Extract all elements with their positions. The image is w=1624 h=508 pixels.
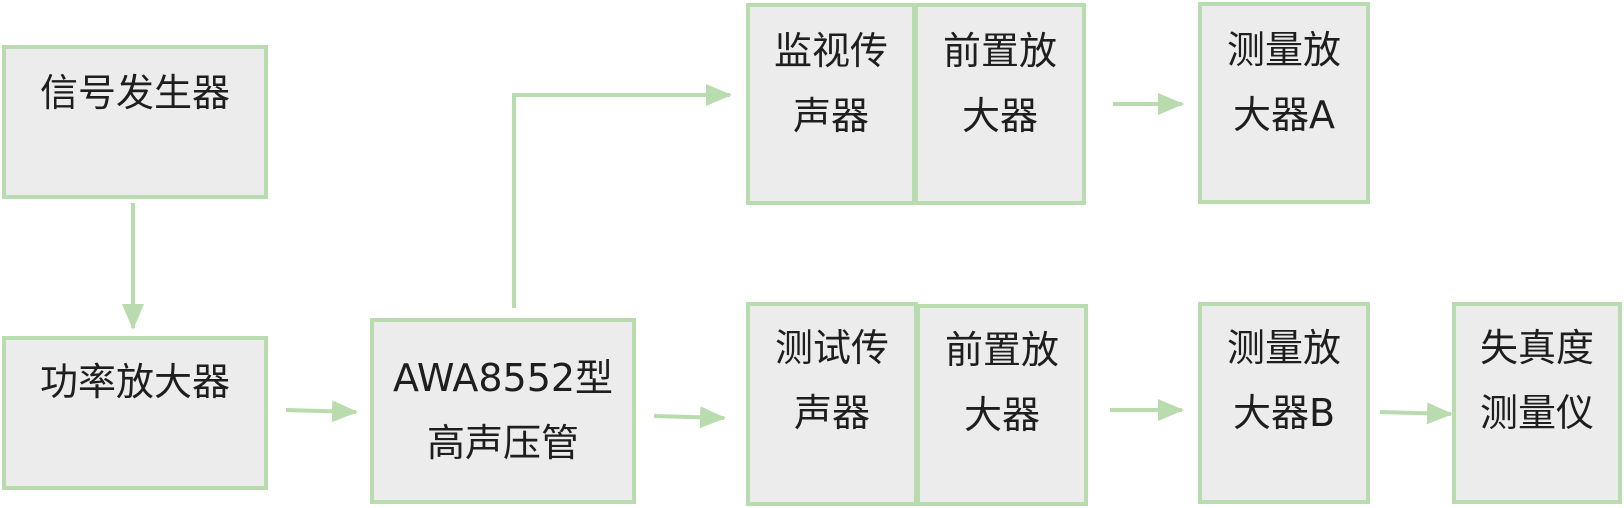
measuring-amplifier-b-label-line2: 大器B <box>1232 391 1336 436</box>
preamp-top-label-line2: 大器 <box>961 94 1038 139</box>
preamp-top-label-line1: 前置放 <box>942 29 1057 73</box>
measuring-amplifier-a-label-line2: 大器A <box>1233 93 1335 138</box>
measuring-amplifier-a-block: 测量放 大器A <box>1198 2 1370 204</box>
distortion-meter-block: 失真度 测量仪 <box>1452 302 1622 504</box>
measuring-amplifier-b-label-line1: 测量放 <box>1226 326 1341 370</box>
power-amplifier-block: 功率放大器 <box>2 336 268 490</box>
loudspeaker-block: AWA8552型 高声压管 <box>370 318 636 504</box>
test-microphone-label-line1: 测试传 <box>774 326 889 370</box>
monitor-microphone-block: 监视传 声器 <box>746 3 916 205</box>
measuring-amplifier-b-block: 测量放 大器B <box>1198 302 1370 504</box>
signal-generator-label: 信号发生器 <box>39 71 230 115</box>
monitor-microphone-label-line2: 声器 <box>792 94 869 139</box>
preamp-bottom-label-line1: 前置放 <box>944 328 1059 372</box>
test-microphone-label-line2: 声器 <box>793 391 870 436</box>
power-amplifier-label: 功率放大器 <box>39 360 230 404</box>
preamp-bottom-label-line2: 大器 <box>963 393 1040 438</box>
preamp-top-block: 前置放 大器 <box>914 3 1086 205</box>
distortion-meter-label-line1: 失真度 <box>1479 326 1594 370</box>
loudspeaker-label-line2: 高声压管 <box>426 421 579 465</box>
loudspeaker-label-line1: AWA8552型 <box>392 355 614 400</box>
arrow-loudspeaker-to-monitor-mic <box>512 84 732 308</box>
test-microphone-block: 测试传 声器 <box>746 302 918 506</box>
measuring-amplifier-a-label-line1: 测量放 <box>1226 28 1341 72</box>
signal-generator-block: 信号发生器 <box>2 45 268 199</box>
arrow-loudspeaker-to-test-mic <box>653 406 726 429</box>
distortion-meter-label-line2: 测量仪 <box>1479 391 1594 436</box>
arrow-amplifier-to-loudspeaker <box>285 400 358 423</box>
preamp-bottom-block: 前置放 大器 <box>916 304 1088 506</box>
monitor-microphone-label-line1: 监视传 <box>773 29 888 73</box>
arrow-meas-amp-b-to-distortion-meter <box>1379 402 1453 425</box>
